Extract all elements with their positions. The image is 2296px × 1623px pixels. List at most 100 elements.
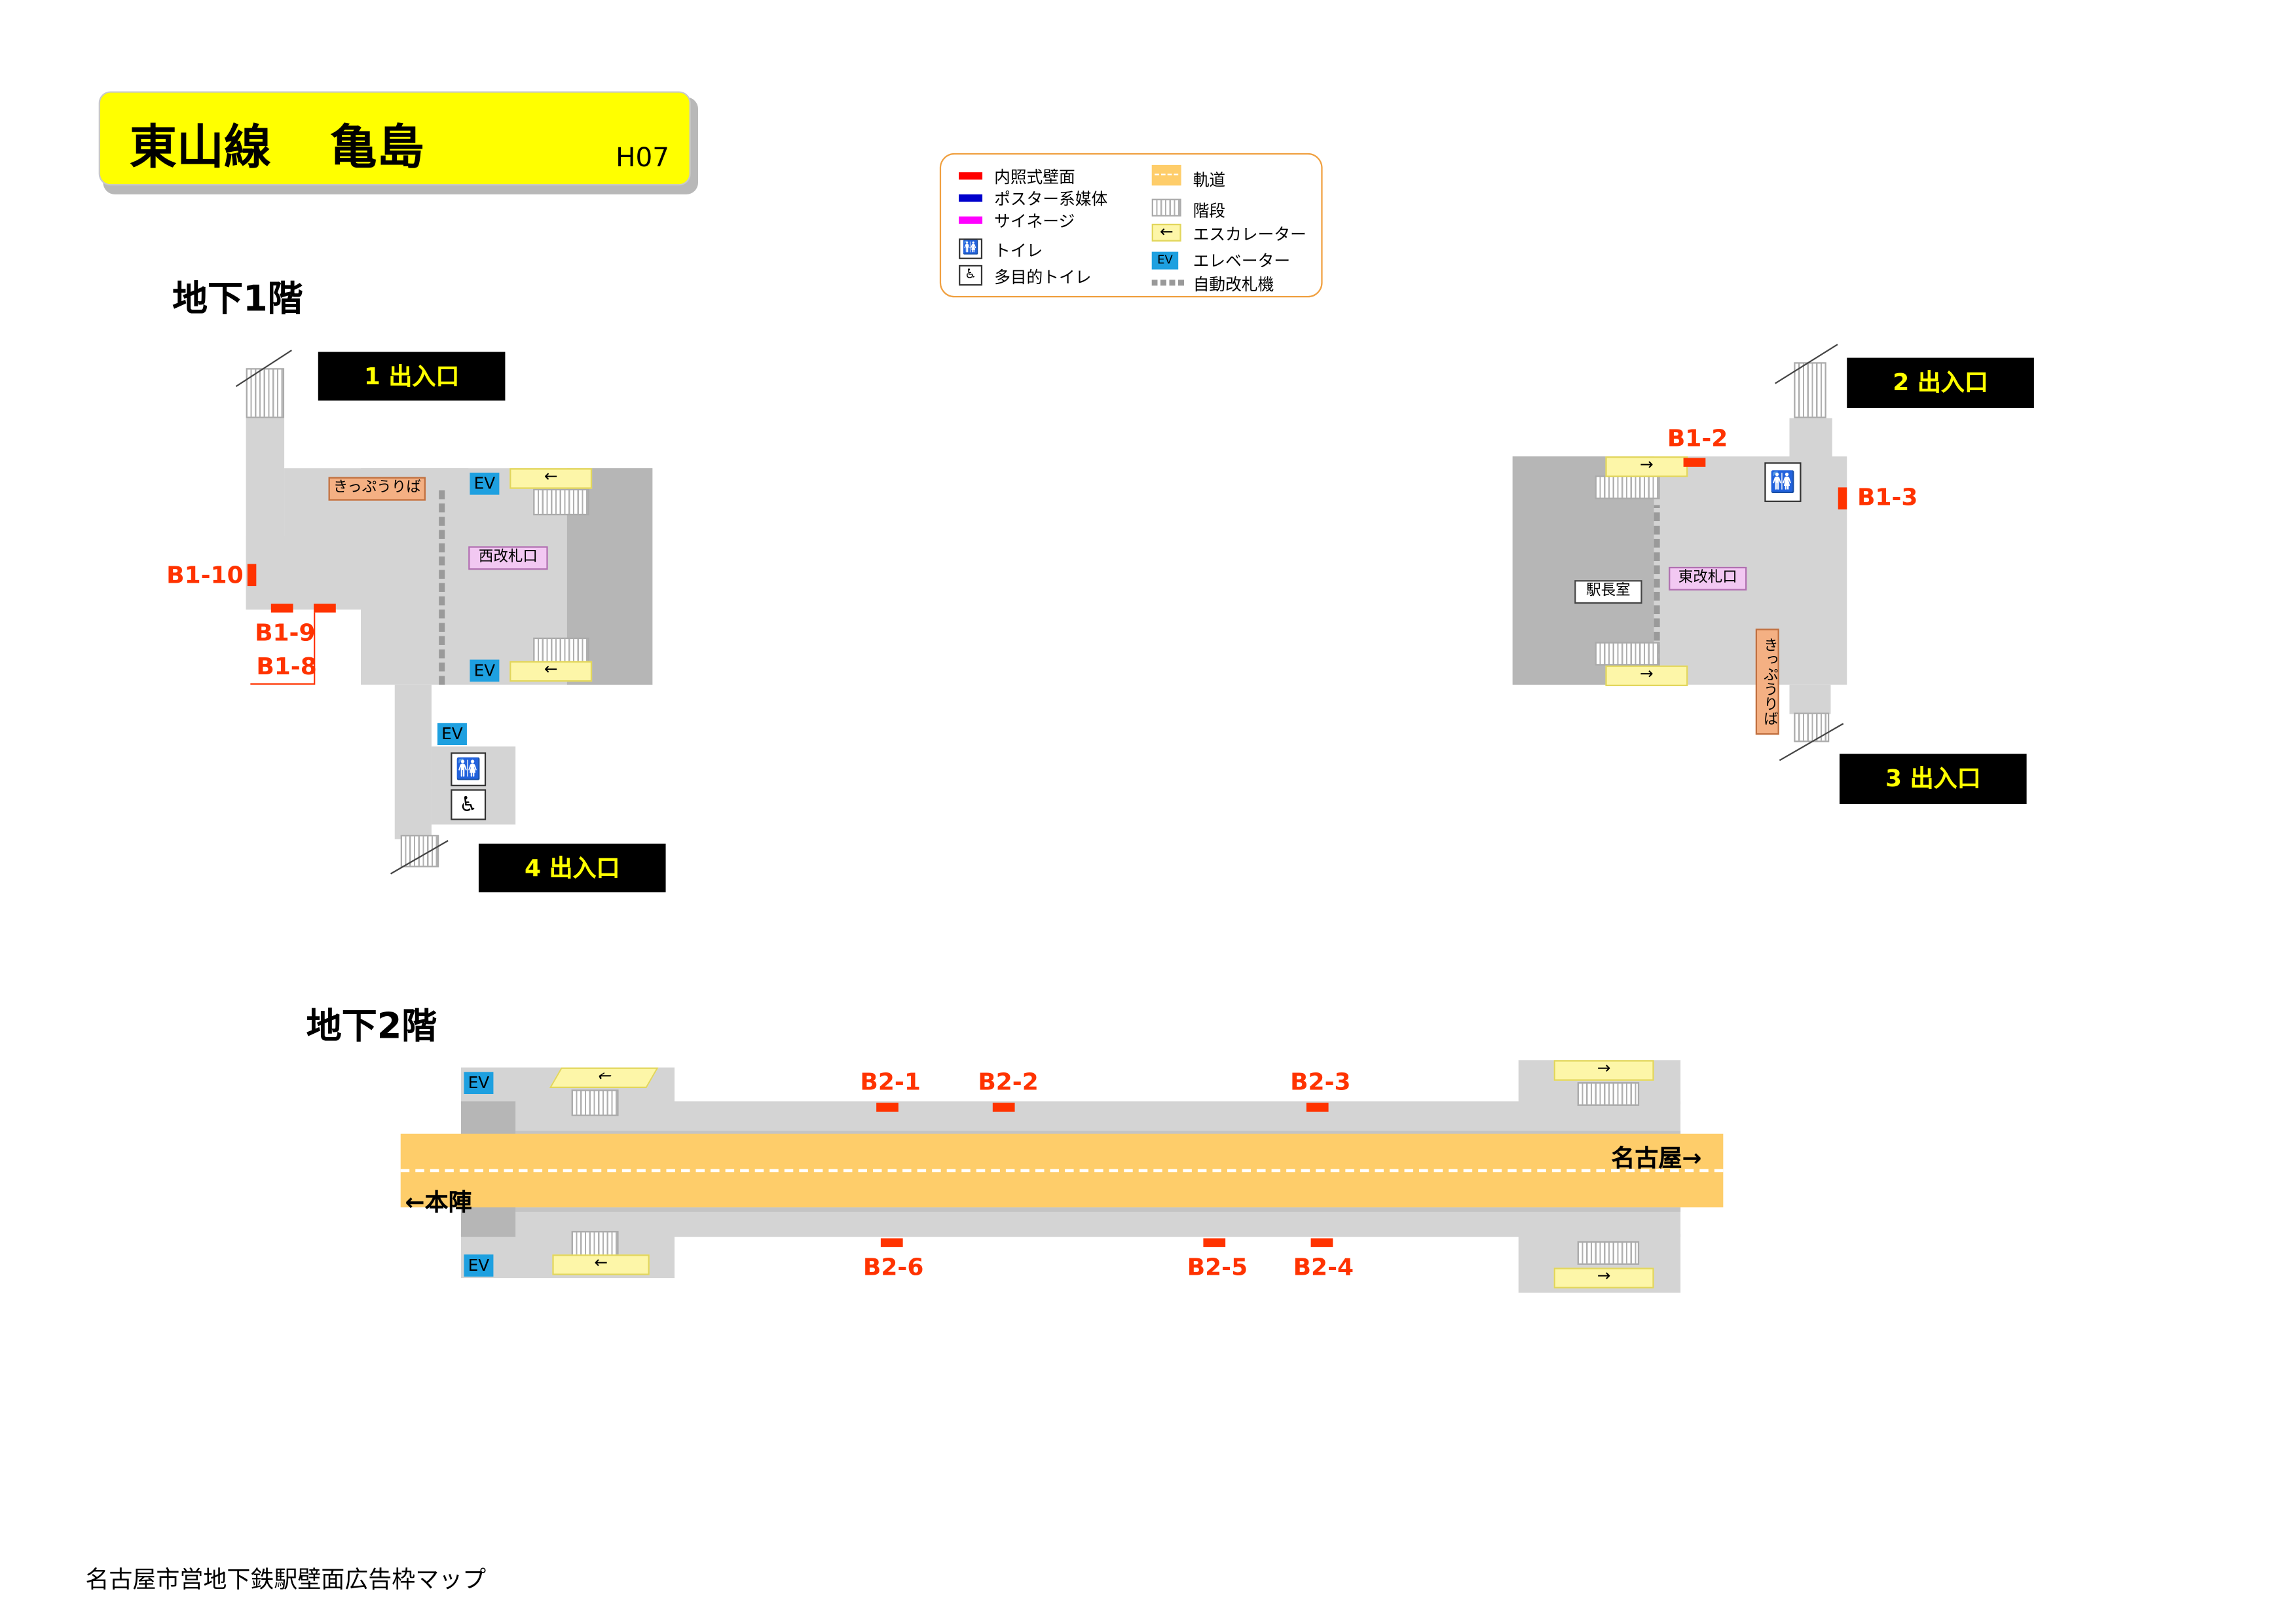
ad-b2-2 (992, 1103, 1015, 1112)
concourse-east-corridor-up (1789, 418, 1832, 463)
platform-west-wall-north (460, 1101, 516, 1137)
exit-3-stairs (1794, 712, 1830, 742)
west-gate-line (439, 486, 445, 685)
track-centerline (400, 1169, 1724, 1173)
concourse-east-corridor-down (1789, 684, 1831, 714)
direction-nagoya: 名古屋→ (1611, 1144, 1702, 1173)
ad-b2-5 (1203, 1238, 1226, 1247)
legend-label: 階段 (1193, 202, 1226, 221)
west-stairs-upper (533, 488, 589, 516)
escalator-west-lower: ← (509, 661, 593, 682)
b2-stairs-west-north (571, 1089, 619, 1116)
ad-label-b1-2: B1-2 (1667, 424, 1728, 452)
legend-swatch-poster (959, 194, 983, 202)
escalator-east-upper: → (1605, 456, 1688, 477)
ad-label-b1-9: B1-9 (255, 618, 316, 647)
ad-label-b2-6: B2-6 (862, 1252, 924, 1281)
gate-icon (1151, 280, 1185, 286)
ad-b1-8 (314, 604, 336, 613)
toilet-icon: 🚻 (451, 752, 487, 786)
west-stairs-lower (533, 637, 589, 665)
ad-label-b2-1: B2-1 (860, 1067, 921, 1096)
track-icon (1151, 164, 1181, 186)
ad-b1-8-leader (314, 612, 316, 684)
escalator-icon: ← (1151, 224, 1181, 242)
stairs-icon (1151, 198, 1181, 217)
ticket-counter-west: きっぷうりば (328, 477, 426, 501)
exit-1-sign: 1 出入口 (318, 352, 506, 401)
title-plate: 東山線 亀島 H07 (98, 91, 691, 186)
ad-b1-9 (270, 604, 293, 613)
escalator-b2-east-north: → (1553, 1060, 1654, 1081)
track-icon-centerline (1155, 173, 1179, 176)
line-name: 東山線 (129, 119, 271, 175)
ad-b1-2 (1683, 458, 1706, 467)
gate-west: 西改札口 (468, 546, 548, 570)
escalator-b2-east-south: → (1553, 1267, 1654, 1288)
escalator-b2-west-south: ← (552, 1254, 650, 1275)
ad-label-b2-5: B2-5 (1187, 1252, 1248, 1281)
exit-2-stairs (1794, 362, 1826, 418)
ticket-counter-east: きっぷうりば (1755, 629, 1779, 735)
ad-b1-10 (247, 564, 257, 587)
station-name: 亀島 (329, 119, 424, 175)
toilet-icon: 🚻 (959, 238, 983, 259)
direction-honjin: ←本陣 (405, 1188, 472, 1216)
east-stairs-lower (1595, 642, 1660, 666)
footer-caption: 名古屋市営地下鉄駅壁面広告枠マップ (85, 1565, 487, 1594)
exit-2-sign: 2 出入口 (1847, 357, 2034, 408)
ad-b2-1 (876, 1103, 898, 1112)
ad-label-b2-2: B2-2 (978, 1067, 1039, 1096)
track (400, 1133, 1724, 1208)
elevator-b2-north: EV (464, 1072, 494, 1095)
b2-stairs-east-south (1577, 1241, 1640, 1265)
platform-north-edge (515, 1131, 1681, 1135)
east-stairs-upper (1595, 475, 1660, 500)
legend-label: 内照式壁面 (994, 168, 1075, 187)
legend: 内照式壁面 ポスター系媒体 サイネージ 🚻 トイレ ♿ 多目的トイレ 軌道 階段… (939, 153, 1323, 298)
platform-west-wall-south (460, 1204, 516, 1237)
ad-label-b1-10: B1-10 (166, 560, 244, 589)
escalator-west-upper: ← (509, 468, 593, 489)
legend-label: ポスター系媒体 (994, 190, 1108, 210)
elevator-b2-south: EV (464, 1254, 494, 1277)
b2-stairs-east-north (1577, 1082, 1640, 1106)
elevator-icon: EV (1151, 251, 1179, 270)
station-master-room: 駅長室 (1574, 580, 1642, 604)
toilet-icon: 🚻 (1764, 462, 1802, 502)
exit-4-sign: 4 出入口 (478, 843, 666, 892)
accessible-toilet-icon: ♿ (959, 264, 983, 286)
east-gate-line (1654, 505, 1660, 667)
legend-label: サイネージ (994, 211, 1075, 232)
legend-label: エレベーター (1193, 251, 1291, 271)
legend-label: 多目的トイレ (994, 268, 1092, 287)
legend-label: 軌道 (1193, 170, 1226, 191)
ad-b2-4 (1310, 1238, 1333, 1247)
elevator-west-lower: EV (470, 659, 500, 682)
escalator-east-lower: → (1605, 666, 1688, 687)
exit-4-stairs (400, 835, 439, 867)
floor-label-b1: 地下1階 (172, 278, 303, 320)
legend-swatch-signage (959, 216, 983, 224)
ad-b2-6 (880, 1238, 903, 1247)
ad-label-b2-3: B2-3 (1290, 1067, 1351, 1096)
floor-label-b2: 地下2階 (306, 1006, 437, 1048)
ad-label-b1-3: B1-3 (1857, 483, 1918, 511)
gate-east: 東改札口 (1669, 566, 1747, 591)
concourse-west-left (246, 536, 361, 610)
elevator-west-upper: EV (470, 472, 500, 495)
concourse-west-lower (394, 684, 432, 839)
ad-label-b2-4: B2-4 (1293, 1252, 1354, 1281)
platform-south-edge (515, 1207, 1681, 1212)
elevator-west-exit4: EV (437, 723, 467, 745)
legend-swatch-wall (959, 172, 983, 180)
station-code: H07 (616, 143, 670, 174)
ad-b1-3 (1838, 487, 1847, 510)
escalator-b2-west-north: ← (549, 1066, 659, 1089)
exit-3-sign: 3 出入口 (1840, 754, 2027, 804)
accessible-toilet-icon: ♿ (451, 789, 487, 820)
ad-label-b1-8: B1-8 (256, 652, 317, 681)
legend-label: 自動改札機 (1193, 275, 1274, 295)
legend-label: エスカレーター (1193, 225, 1306, 245)
